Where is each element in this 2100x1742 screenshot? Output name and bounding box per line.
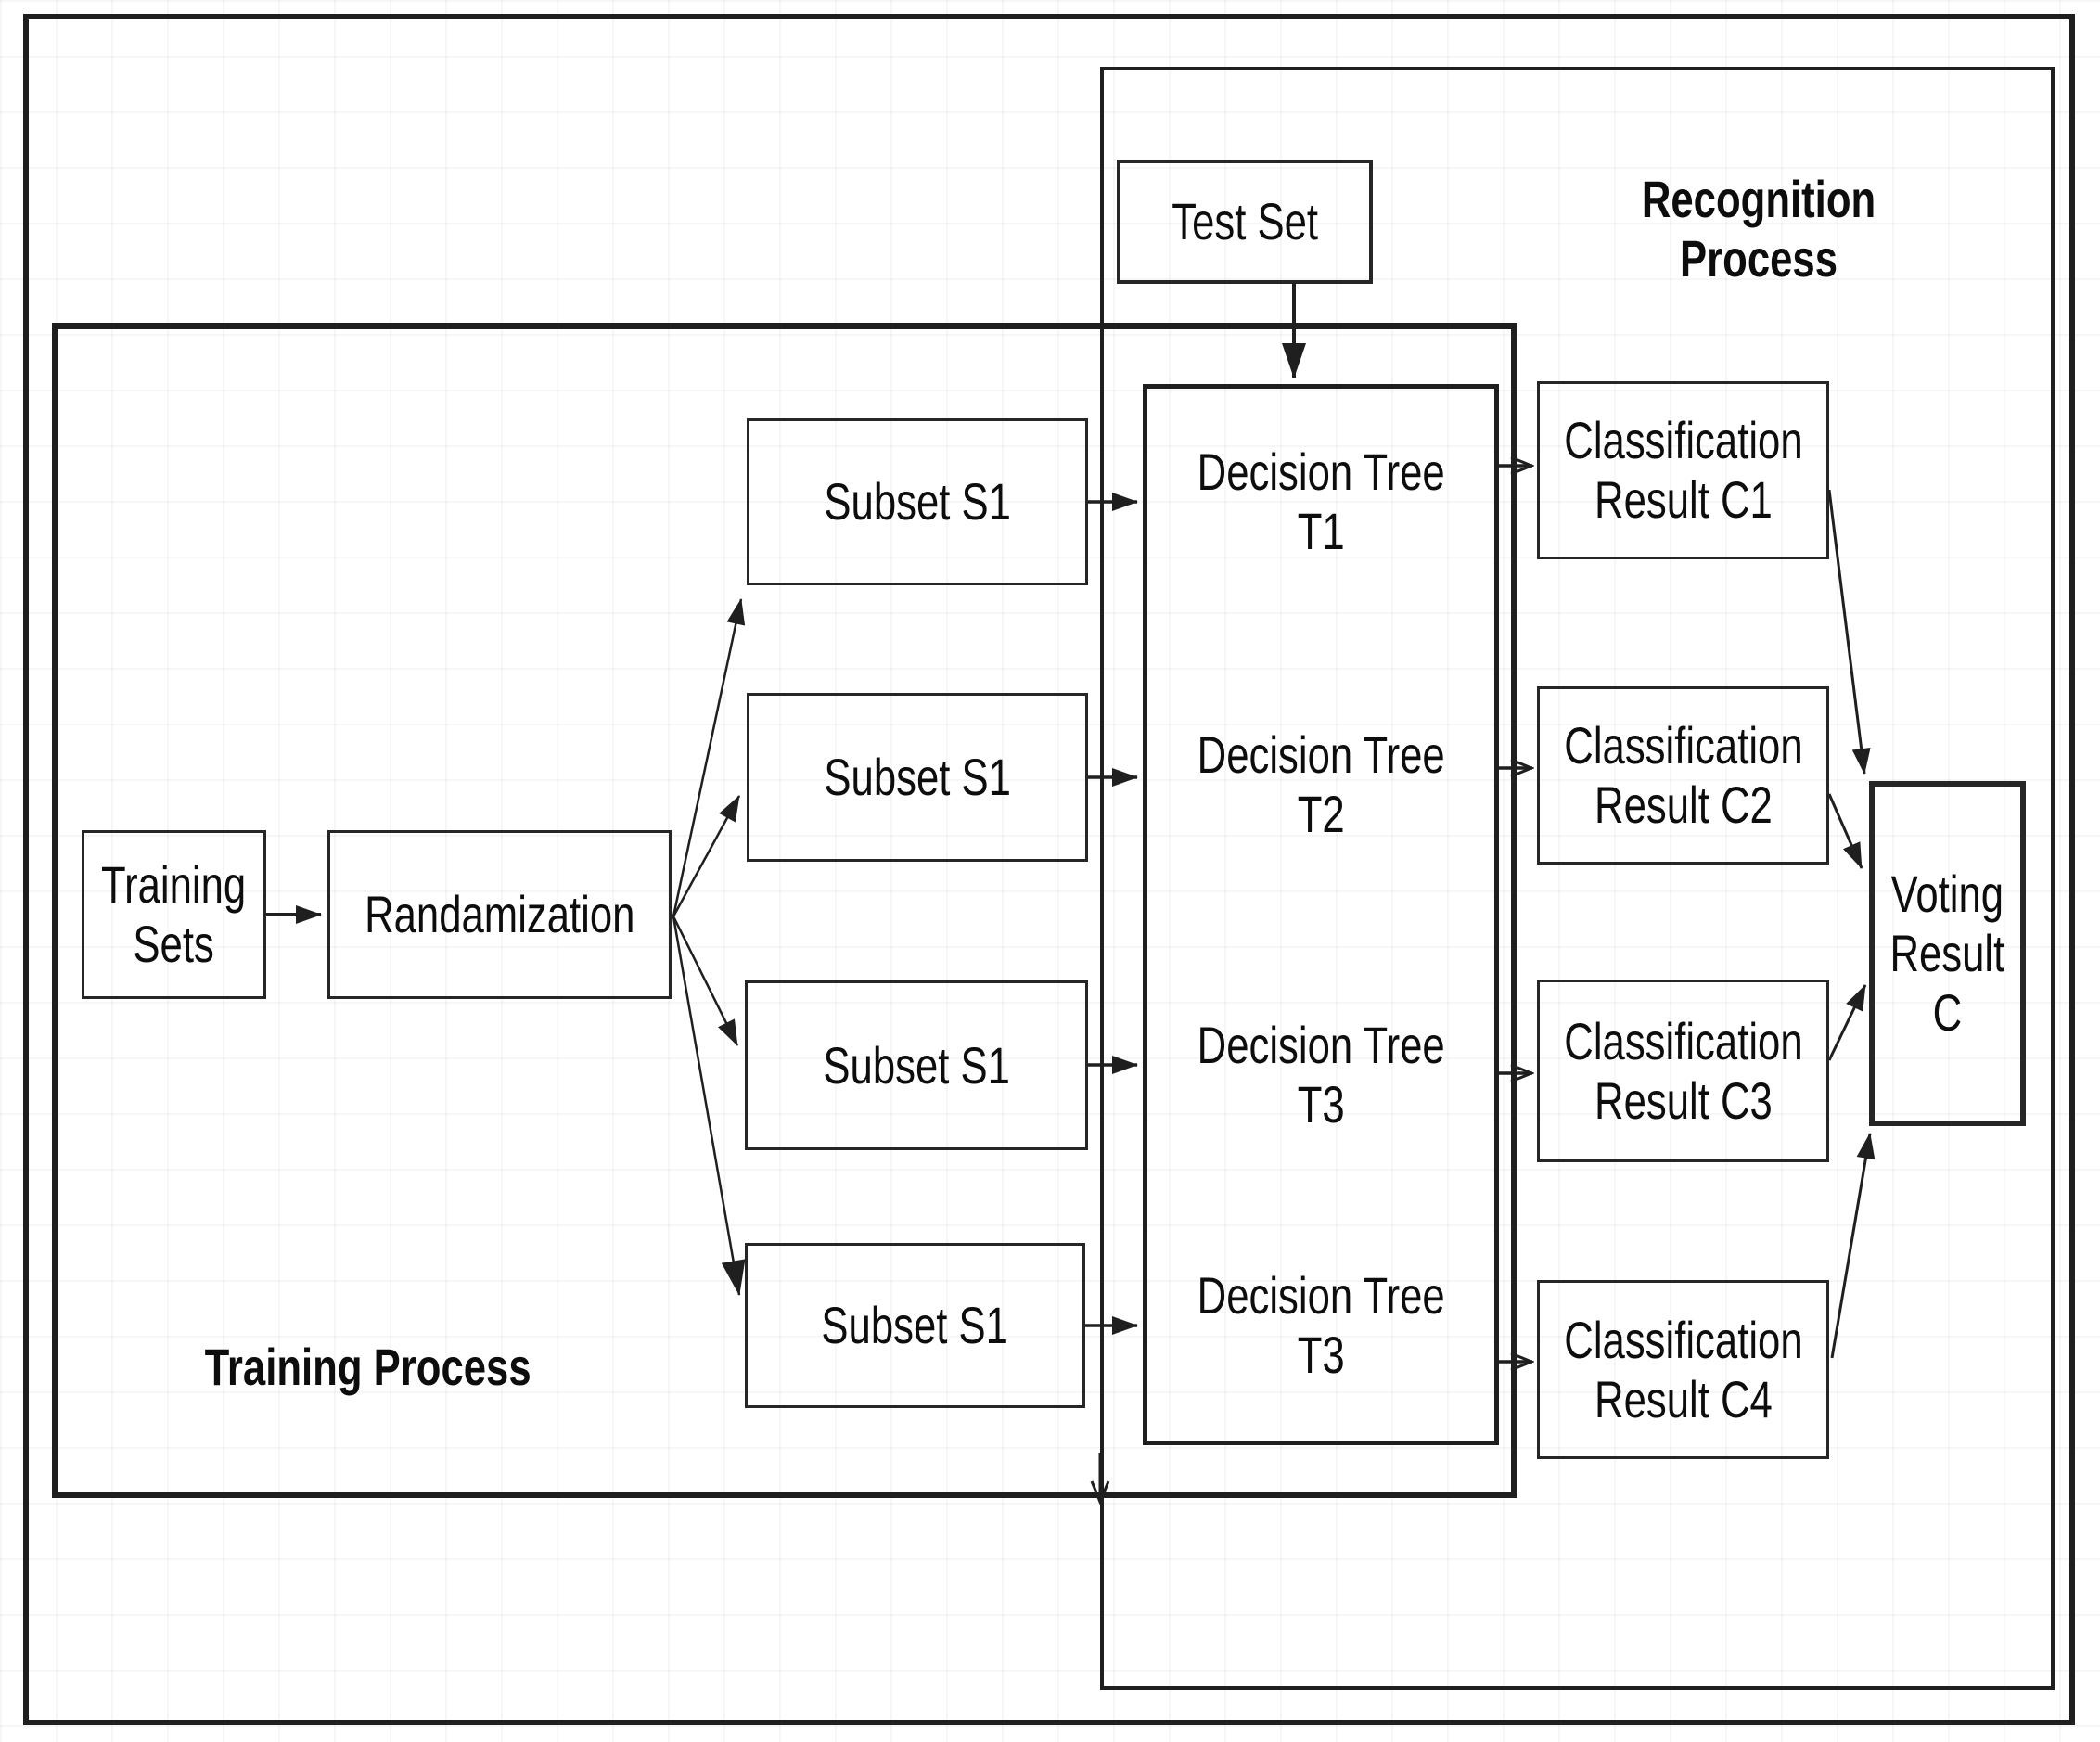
classification-result-2-label: Classification Result C2 [1563, 716, 1803, 834]
decision-tree-3-text: Decision Tree T3 [1197, 1016, 1445, 1134]
subset-3-label: Subset S1 [823, 1035, 1010, 1095]
subset-box-2: Subset S1 [747, 693, 1088, 862]
voting-result-label: Voting Result C [1889, 865, 2005, 1042]
classification-result-box-3: Classification Result C3 [1537, 980, 1829, 1162]
training-sets-label: Training Sets [101, 855, 247, 973]
training-sets-box: Training Sets [82, 830, 266, 999]
classification-result-box-2: Classification Result C2 [1537, 686, 1829, 865]
decision-tree-2-text: Decision Tree T2 [1197, 725, 1445, 843]
training-process-label-text: Training Process [205, 1338, 531, 1397]
subset-box-3: Subset S1 [745, 980, 1088, 1150]
training-process-container [52, 323, 1517, 1498]
randomization-box: Randamization [327, 830, 672, 999]
subset-1-label: Subset S1 [824, 472, 1011, 532]
decision-tree-label-4: Decision Tree T3 [1150, 1265, 1492, 1386]
decision-trees-container [1143, 384, 1499, 1445]
subset-box-1: Subset S1 [747, 418, 1088, 585]
classification-result-box-1: Classification Result C1 [1537, 381, 1829, 559]
decision-tree-1-text: Decision Tree T1 [1197, 442, 1445, 560]
randomization-label: Randamization [364, 885, 635, 944]
subset-2-label: Subset S1 [824, 748, 1011, 807]
subset-4-label: Subset S1 [821, 1296, 1009, 1355]
recognition-process-container [1100, 67, 2055, 1690]
decision-tree-label-2: Decision Tree T2 [1150, 724, 1492, 845]
outer-border [23, 14, 2075, 1725]
classification-result-3-label: Classification Result C3 [1563, 1011, 1803, 1130]
test-set-box: Test Set [1117, 160, 1373, 284]
decision-tree-label-1: Decision Tree T1 [1150, 442, 1492, 562]
decision-tree-label-3: Decision Tree T3 [1150, 1015, 1492, 1135]
classification-result-4-label: Classification Result C4 [1563, 1310, 1803, 1428]
classification-result-1-label: Classification Result C1 [1563, 411, 1803, 529]
voting-result-box: Voting Result C [1869, 781, 2026, 1126]
subset-box-4: Subset S1 [745, 1243, 1085, 1408]
classification-result-box-4: Classification Result C4 [1537, 1280, 1829, 1459]
test-set-label: Test Set [1172, 192, 1318, 251]
recognition-process-label-text: Recognition Process [1641, 170, 1876, 288]
recognition-process-label: Recognition Process [1527, 170, 1991, 288]
decision-tree-4-text: Decision Tree T3 [1197, 1266, 1445, 1384]
training-process-label: Training Process [136, 1321, 600, 1414]
